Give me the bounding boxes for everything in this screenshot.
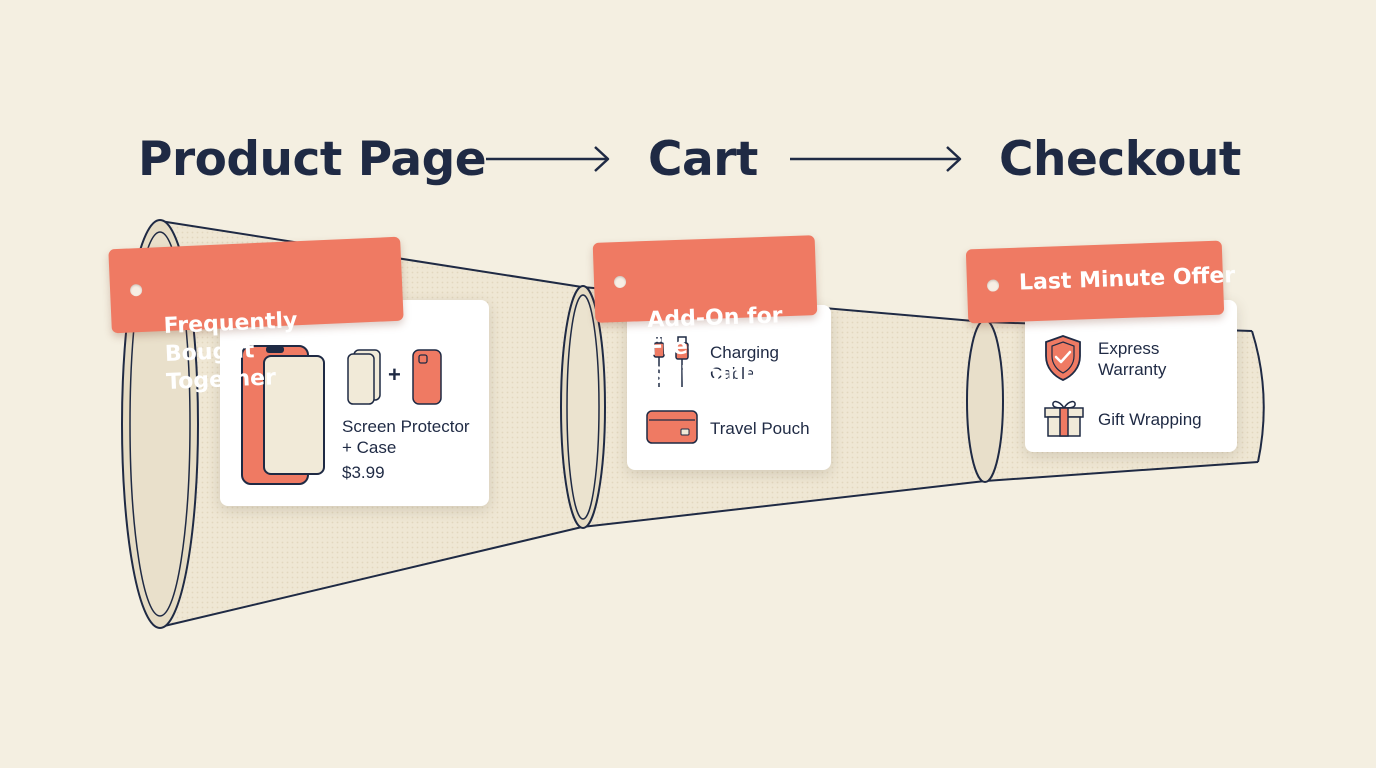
stage-title-product-page: Product Page bbox=[138, 132, 487, 187]
shield-check-icon bbox=[1045, 335, 1081, 381]
offer-item-name: Screen Protector + Case bbox=[342, 417, 470, 457]
tag-hole bbox=[986, 279, 1000, 292]
screen-protector-icon bbox=[347, 349, 381, 405]
offer-price: $3.99 bbox=[342, 463, 385, 482]
charging-cable-icon bbox=[653, 336, 689, 387]
offer-item-charging-cable: Charging Cable bbox=[710, 343, 779, 383]
offer-card-cart: Charging Cable Travel Pouch bbox=[627, 305, 831, 470]
phone-icon bbox=[241, 345, 325, 485]
offer-card-product-page: + Screen Protector + Case $3.99 bbox=[220, 300, 489, 506]
arrow-right-icon bbox=[486, 146, 610, 172]
tag-hole bbox=[613, 275, 627, 289]
offer-item-travel-pouch: Travel Pouch bbox=[710, 419, 810, 438]
stage-title-cart: Cart bbox=[648, 132, 758, 187]
offer-card-checkout: Express Warranty Gift Wrapping bbox=[1025, 300, 1237, 452]
funnel-ring-checkout bbox=[966, 319, 1004, 483]
plus-sign: + bbox=[388, 362, 401, 387]
tag-add-on-free-shipping: Add-On for Free Shipping bbox=[592, 235, 818, 389]
travel-pouch-icon bbox=[646, 410, 698, 444]
tag-label: Last Minute Offer bbox=[1018, 263, 1236, 296]
tag-frequently-bought-together: Frequently Bought Together bbox=[108, 236, 404, 395]
tag-last-minute-offer: Last Minute Offer bbox=[965, 240, 1236, 324]
offer-item-gift-wrapping: Gift Wrapping bbox=[1098, 410, 1202, 429]
offer-item-express-warranty: Express Warranty bbox=[1098, 339, 1167, 379]
arrow-right-icon bbox=[790, 146, 962, 172]
tag-hole bbox=[129, 283, 143, 297]
stage-title-checkout: Checkout bbox=[999, 132, 1241, 187]
gift-icon bbox=[1044, 400, 1084, 437]
phone-case-icon bbox=[412, 349, 442, 405]
